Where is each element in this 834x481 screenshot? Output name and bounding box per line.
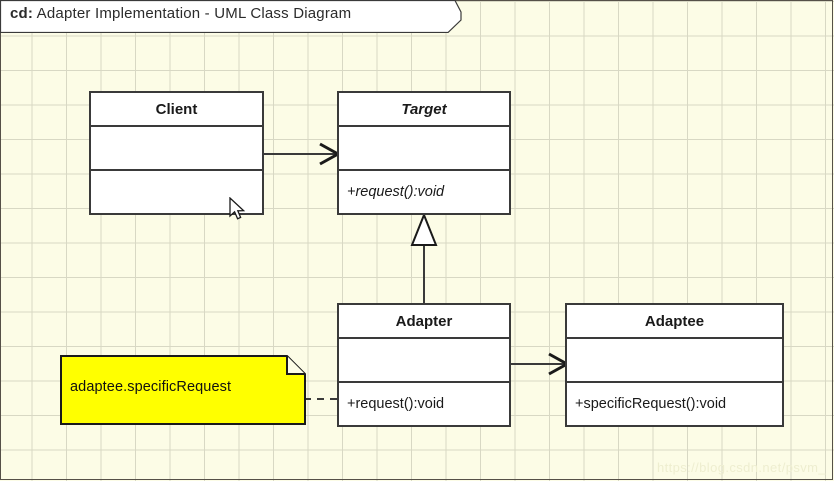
connector-adapter-generalizes-target [410, 212, 438, 306]
class-name-adapter: Adapter [339, 305, 509, 339]
class-operations-adaptee: +specificRequest():void [575, 395, 727, 412]
class-box-client[interactable]: Client [89, 91, 264, 215]
class-attributes-adaptee [567, 339, 782, 383]
diagram-kind-label: cd: [10, 5, 34, 22]
class-name-adaptee: Adaptee [567, 305, 782, 339]
class-attributes-adapter [339, 339, 509, 383]
note-text: adaptee.specificRequest [70, 379, 232, 395]
class-box-adaptee[interactable]: Adaptee +specificRequest():void [565, 303, 784, 427]
diagram-title-tab [0, 0, 462, 34]
class-box-target[interactable]: Target +request():void [337, 91, 511, 215]
diagram-title: cd: Adapter Implementation - UML Class D… [10, 5, 351, 22]
note-folded-corner [286, 356, 305, 375]
diagram-title-text: Adapter Implementation - UML Class Diagr… [36, 5, 352, 22]
title-tab-outline [0, 0, 462, 34]
class-name-target: Target [339, 93, 509, 127]
class-attributes-target [339, 127, 509, 171]
class-operations-adapter: +request():void [347, 395, 445, 412]
class-operations-target: +request():void [347, 183, 445, 200]
connector-client-to-target [260, 142, 342, 166]
note-adaptee-specific-request[interactable]: adaptee.specificRequest [60, 355, 306, 425]
watermark-text: https://blog.csdn.net/psvm_ [656, 460, 826, 475]
class-name-client: Client [91, 93, 262, 127]
connector-note-to-adapter [304, 398, 339, 400]
connector-adapter-to-adaptee [507, 352, 571, 376]
class-attributes-client [91, 127, 262, 171]
mouse-cursor-icon [229, 196, 247, 223]
note-body [60, 355, 306, 425]
generalization-arrowhead [410, 212, 438, 246]
class-box-adapter[interactable]: Adapter +request():void [337, 303, 511, 427]
